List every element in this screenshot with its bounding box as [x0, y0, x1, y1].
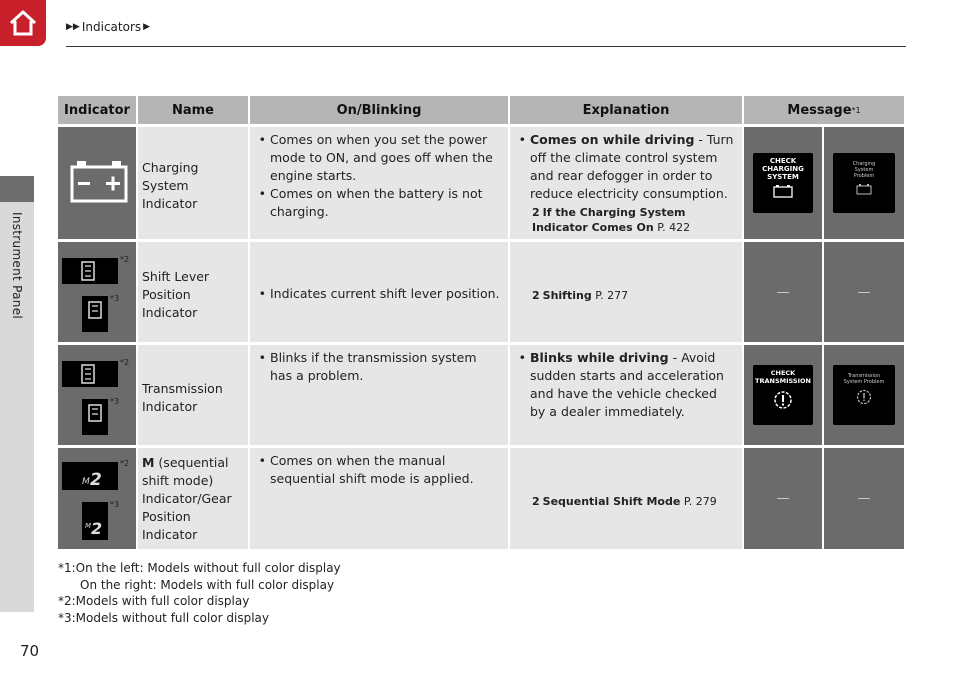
message-shift: — —: [744, 242, 904, 342]
breadcrumb: ▶▶ Indicators ▶: [66, 20, 150, 34]
battery-icon: [58, 127, 138, 239]
transmission-icon: *2 *3: [58, 345, 138, 445]
gear-warning-icon: [856, 389, 872, 405]
on-blinking-sequential: •Comes on when the manual sequential shi…: [250, 448, 510, 549]
message-sequential: — —: [744, 448, 904, 549]
message-charging: CHECK CHARGING SYSTEM Charging System Pr…: [744, 127, 904, 239]
name-shift-lever: Shift Lever Position Indicator: [138, 242, 250, 342]
charging-problem-screen: Charging System Problem: [833, 153, 895, 213]
name-transmission: Transmission Indicator: [138, 345, 250, 445]
on-blinking-transmission: •Blinks if the transmission system has a…: [250, 345, 510, 445]
svg-text:M: M: [82, 477, 90, 487]
home-icon: [9, 10, 37, 36]
indicators-table: Indicator Name On/Blinking Explanation M…: [58, 96, 904, 549]
explanation-transmission: •Blinks while driving - Avoid sudden sta…: [510, 345, 744, 445]
sequential-shift-icon: M 2 M 2 *2 *3: [58, 448, 138, 549]
reference-arrow-icon: 2: [532, 288, 540, 302]
header-explanation: Explanation: [510, 96, 744, 124]
svg-text:2: 2: [91, 519, 102, 538]
section-strip: [0, 202, 34, 612]
gear-warning-icon: [774, 391, 792, 409]
header-message: Message*1: [787, 102, 861, 118]
table-row: *2 *3 Transmission Indicator •Blinks if …: [58, 345, 904, 445]
message-transmission: CHECK TRANSMISSION Transmission System P…: [744, 345, 904, 445]
footnote: On the right: Models with full color dis…: [80, 577, 335, 592]
page-number: 70: [20, 642, 40, 660]
footnotes: *1:On the left: Models without full colo…: [58, 560, 341, 626]
section-tab[interactable]: [0, 176, 34, 202]
section-label: Instrument Panel: [10, 212, 24, 320]
on-blinking-shift: •Indicates current shift lever position.: [250, 242, 510, 342]
transmission-problem-screen: Transmission System Problem: [833, 365, 895, 425]
reference-arrow-icon: 2: [532, 495, 540, 508]
breadcrumb-arrow-icon: ▶: [143, 22, 151, 32]
battery-icon: [856, 184, 872, 195]
svg-text:M: M: [85, 522, 91, 530]
svg-text:2: 2: [90, 470, 102, 490]
transmission-warning-screen: CHECK TRANSMISSION: [753, 365, 813, 425]
footnote: *2:Models with full color display: [58, 594, 250, 608]
footnote: *1:On the left: Models without full colo…: [58, 561, 341, 575]
header-divider: [66, 46, 906, 47]
battery-icon: [773, 185, 793, 198]
breadcrumb-arrow-icon: ▶▶: [66, 22, 80, 32]
explanation-charging: •Comes on while driving - Turn off the c…: [510, 127, 744, 239]
on-blinking-charging: •Comes on when you set the power mode to…: [250, 127, 510, 239]
shift-position-icon: *2 *3: [58, 242, 138, 342]
name-sequential-shift: M (sequential shift mode) Indicator/Gear…: [138, 448, 250, 549]
table-row: Charging System Indicator •Comes on when…: [58, 127, 904, 239]
breadcrumb-item-indicators[interactable]: Indicators: [81, 20, 142, 34]
table-row: *2 *3 Shift Lever Position Indicator •In…: [58, 242, 904, 342]
home-button[interactable]: [0, 0, 46, 46]
table-header: Indicator Name On/Blinking Explanation M…: [58, 96, 904, 124]
table-row: M 2 M 2 *2 *3 M (sequential shift mode) …: [58, 448, 904, 549]
header-name: Name: [138, 96, 250, 124]
name-charging-system: Charging System Indicator: [138, 127, 250, 239]
header-on-blinking: On/Blinking: [250, 96, 510, 124]
footnote: *3:Models without full color display: [58, 610, 269, 625]
charging-warning-screen: CHECK CHARGING SYSTEM: [753, 153, 813, 213]
reference-arrow-icon: 2: [532, 206, 540, 219]
header-indicator: Indicator: [58, 96, 138, 124]
